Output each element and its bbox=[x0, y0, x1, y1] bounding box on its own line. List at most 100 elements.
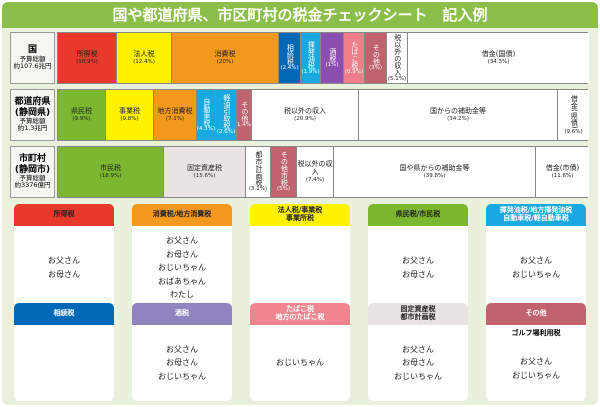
budget-label: 予算総額 bbox=[19, 173, 46, 182]
segment-percent: (34.2%) bbox=[447, 115, 469, 122]
segment-name: 自動車税 bbox=[202, 97, 211, 126]
person-entry: お母さん bbox=[166, 249, 198, 259]
segment-name: 借金(県債) bbox=[570, 95, 579, 129]
row-label-title: 国 bbox=[27, 45, 37, 56]
person-entry: お母さん bbox=[48, 270, 80, 279]
segment-percent: (4.3%) bbox=[197, 125, 216, 132]
card-header: 県民税/市民税 bbox=[368, 204, 468, 226]
tax-card[interactable]: 消費税/地方消費税お父さんお母さんおじいちゃんおばあちゃんわたし bbox=[132, 204, 232, 310]
row-label: 都道府県 (静岡県)予算総額約1.3兆円 bbox=[10, 89, 55, 141]
segment-name: 消費税 bbox=[214, 50, 236, 59]
segment-name: 揮発油税 bbox=[307, 40, 316, 69]
person-entry: おじいちゃん bbox=[512, 371, 560, 380]
tax-card[interactable]: たばこ税 地方のたばこ税おじいちゃん bbox=[250, 303, 350, 401]
tax-card[interactable]: 所得税お父さんお母さん bbox=[14, 204, 114, 310]
card-header: 揮発油税/地方揮発油税 自動車税/軽自動車税 bbox=[486, 204, 586, 226]
segment-percent: (7.1%) bbox=[165, 115, 185, 122]
card-header: 酒税 bbox=[132, 303, 232, 325]
card-people[interactable]: お父さんおじいちゃん bbox=[486, 226, 586, 310]
card-header: 固定資産税 都市計画税 bbox=[368, 303, 468, 325]
segment-percent: (0.9%) bbox=[344, 68, 364, 75]
tax-card[interactable]: 揮発油税/地方揮発油税 自動車税/軽自動車税お父さんおじいちゃん bbox=[486, 204, 586, 310]
bar-segment: 借金(国債)(34.3%) bbox=[408, 33, 589, 83]
budget-total: 約3376億円 bbox=[14, 181, 51, 190]
segment-name: 法人税 bbox=[133, 50, 155, 59]
person-entry: お母さん bbox=[402, 270, 434, 279]
budget-bar: 市民税(18.9%)固定資産税(15.6%)都市計画税(3.1%)その他市税(5… bbox=[57, 146, 589, 198]
bar-segment: 固定資産税(15.6%) bbox=[164, 147, 246, 197]
segment-percent: (9.6%) bbox=[564, 128, 583, 135]
card-people[interactable]: お父さんお母さんおじいちゃん bbox=[368, 325, 468, 401]
segment-percent: (34.3%) bbox=[487, 58, 510, 65]
card-header: 法人税/事業税 事業所税 bbox=[250, 204, 350, 226]
card-people[interactable]: お父さんお母さん bbox=[368, 226, 468, 310]
page-title: 国や都道府県、市区町村の税金チェックシート 記入例 bbox=[2, 2, 598, 28]
card-header: その他 bbox=[486, 303, 586, 325]
card-people[interactable] bbox=[250, 226, 350, 310]
segment-name: 都市計画税 bbox=[254, 151, 263, 187]
segment-name: 国からの補助金等 bbox=[430, 107, 486, 116]
bar-segment: 県民税(9.9%) bbox=[58, 90, 106, 140]
person-entry: お父さん bbox=[166, 236, 198, 246]
tax-card[interactable]: 法人税/事業税 事業所税 bbox=[250, 204, 350, 310]
card-people[interactable]: お父さんお母さんおじいちゃんおばあちゃんわたし bbox=[132, 226, 232, 310]
card-people[interactable]: お父さんお母さんおじいちゃん bbox=[132, 325, 232, 401]
person-entry: おじいちゃん bbox=[394, 371, 442, 381]
card-people[interactable]: おじいちゃん bbox=[250, 325, 350, 401]
bar-segment: 消費税(20%) bbox=[172, 33, 279, 83]
bar-segment: 国からの補助金等(34.2%) bbox=[359, 90, 558, 140]
segment-name: その他 bbox=[240, 101, 249, 123]
card-header: 所得税 bbox=[14, 204, 114, 226]
tax-card[interactable]: 酒税お父さんお母さんおじいちゃん bbox=[132, 303, 232, 401]
tax-card[interactable]: その他ゴルフ場利用税お父さんおじいちゃん bbox=[486, 303, 586, 401]
bar-segment: その他(3%) bbox=[365, 33, 387, 83]
segment-percent: (5.1%) bbox=[387, 75, 407, 82]
row-label: 市町村 (静岡市)予算総額約3376億円 bbox=[10, 146, 55, 198]
person-entry: お父さん bbox=[520, 357, 552, 367]
person-entry: わたし bbox=[170, 290, 194, 300]
bar-segment: 法人税(12.4%) bbox=[117, 33, 172, 83]
bar-segment: 相続税(2.4%) bbox=[279, 33, 301, 83]
budget-bar: 所得税(18.9%)法人税(12.4%)消費税(20%)相続税(2.4%)揮発油… bbox=[57, 32, 589, 84]
bar-segment: 揮発油税(1.9%) bbox=[301, 33, 321, 83]
tax-card[interactable]: 県民税/市民税お父さんお母さん bbox=[368, 204, 468, 310]
person-entry: お父さん bbox=[402, 256, 434, 266]
bar-segment: 税以外の収入(20.9%) bbox=[252, 90, 359, 140]
segment-percent: (5%) bbox=[276, 186, 291, 193]
segment-percent: (3.1%) bbox=[248, 186, 268, 193]
card-people[interactable] bbox=[14, 325, 114, 401]
segment-name: 地方消費税 bbox=[157, 107, 193, 116]
segment-percent: (9.9%) bbox=[72, 115, 91, 122]
bar-segment: 市民税(18.9%) bbox=[58, 147, 164, 197]
budget-total: 約107.6兆円 bbox=[13, 62, 52, 71]
segment-name: 税以外の収入 bbox=[393, 33, 402, 76]
person-entry: お母さん bbox=[166, 358, 198, 368]
person-entry: お父さん bbox=[520, 256, 552, 266]
segment-percent: 1.4% bbox=[237, 122, 251, 129]
card-people[interactable]: お父さんおじいちゃん bbox=[486, 338, 586, 400]
segment-name: 借金(市債) bbox=[545, 164, 580, 173]
segment-percent: (2.4%) bbox=[280, 65, 299, 72]
tax-card[interactable]: 固定資産税 都市計画税お父さんお母さんおじいちゃん bbox=[368, 303, 468, 401]
segment-name: 相続税 bbox=[286, 44, 295, 66]
person-entry: おじいちゃん bbox=[276, 358, 324, 368]
segment-name: 酒税 bbox=[328, 47, 337, 62]
card-people[interactable]: お父さんお母さん bbox=[14, 226, 114, 310]
tax-card[interactable]: 相続税 bbox=[14, 303, 114, 401]
card-header: たばこ税 地方のたばこ税 bbox=[250, 303, 350, 325]
budget-label: 予算総額 bbox=[19, 116, 46, 125]
segment-percent: (9.8%) bbox=[120, 115, 139, 122]
person-entry: おじいちゃん bbox=[158, 263, 206, 273]
row-label: 国予算総額約107.6兆円 bbox=[10, 32, 55, 84]
budget-bar: 県民税(9.9%)事業税(9.8%)地方消費税(7.1%)自動車税(4.3%)軽… bbox=[57, 89, 589, 141]
card-header: 相続税 bbox=[14, 303, 114, 325]
budget-total: 約1.3兆円 bbox=[17, 124, 48, 133]
segment-name: 税以外の収入 bbox=[284, 107, 326, 116]
segment-name: 軽油引取税 bbox=[222, 94, 231, 130]
segment-percent: (7.4%) bbox=[305, 176, 325, 183]
bar-segment: 地方消費税(7.1%) bbox=[154, 90, 197, 140]
person-entry: おばあちゃん bbox=[158, 276, 206, 286]
segment-name: 所得税 bbox=[76, 50, 98, 59]
segment-percent: (1.9%) bbox=[301, 68, 320, 75]
